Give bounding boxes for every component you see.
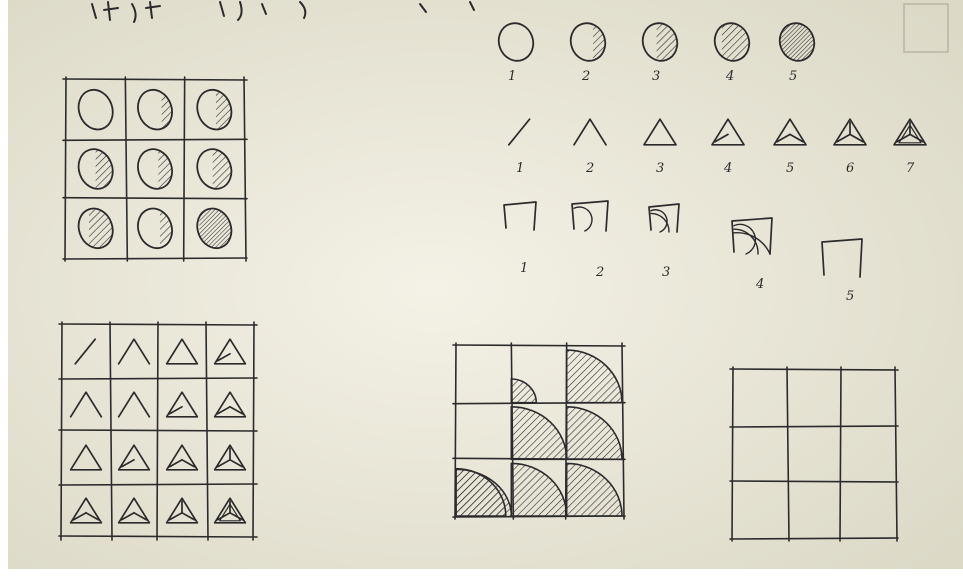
empty-grid-hline	[730, 369, 898, 370]
circle-grid-hline	[63, 79, 247, 80]
triangle-grid-vline	[157, 322, 158, 540]
triangle-step-number: 4	[723, 161, 732, 176]
triangle-grid-vline	[61, 322, 62, 540]
triangle-grid-hline	[59, 536, 257, 537]
square-step-number: 1	[520, 261, 528, 276]
square-step-number: 3	[662, 265, 670, 280]
triangle-step-number: 2	[585, 161, 594, 176]
paper-edge-bottom	[0, 569, 963, 577]
arc-grid-hline	[453, 345, 625, 346]
triangle-grid-vline	[253, 322, 254, 540]
circle-grid-hline	[63, 258, 247, 259]
square-step-number: 2	[595, 265, 604, 280]
circle-grid-vline	[184, 77, 185, 261]
triangle-step-number: 1	[516, 161, 524, 176]
circle-step-number: 1	[508, 69, 516, 84]
circle-step-number: 3	[652, 69, 660, 84]
circle-grid-hline	[63, 198, 247, 199]
triangle-step-number: 5	[786, 161, 794, 176]
circle-step-number: 4	[725, 69, 734, 84]
empty-grid-hline	[730, 538, 898, 539]
empty-grid-vline	[840, 367, 841, 541]
circle-step-number: 5	[789, 69, 797, 84]
triangle-step-number: 7	[906, 161, 915, 176]
triangle-step-number: 6	[846, 161, 854, 176]
triangle-step-number: 3	[656, 161, 664, 176]
square-step-number: 5	[846, 289, 854, 304]
empty-grid-hline	[730, 426, 898, 427]
circle-grid-hline	[63, 139, 247, 140]
paper-edge-left	[0, 0, 8, 577]
circle-grid-vline	[65, 77, 66, 261]
empty-grid-vline	[732, 367, 733, 541]
circle-step-number: 2	[581, 69, 590, 84]
square-step-number: 4	[755, 277, 764, 292]
empty-grid-hline	[730, 481, 898, 482]
